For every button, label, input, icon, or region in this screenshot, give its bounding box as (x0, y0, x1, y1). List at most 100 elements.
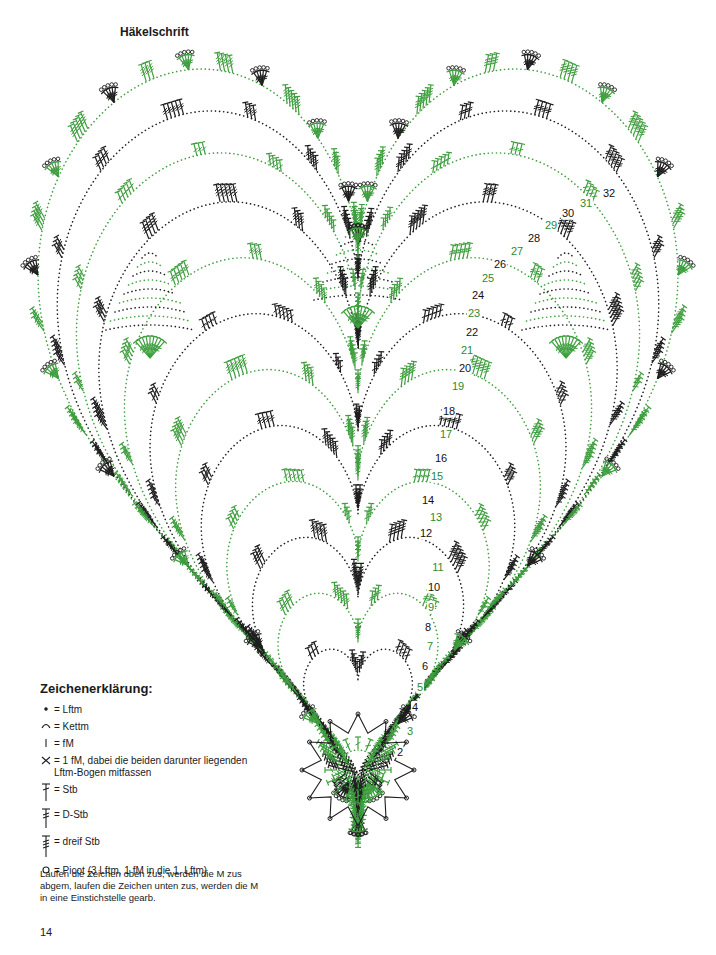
stitch-stem (372, 274, 373, 292)
stitch-bar (474, 360, 480, 361)
stitch-bar (481, 364, 487, 365)
stitch-bar (456, 553, 462, 554)
stitch-bar (530, 271, 536, 272)
pineapple-row (554, 262, 579, 267)
pineapple-row (120, 298, 181, 303)
stitch-bar (567, 231, 573, 232)
stitch-bar (505, 574, 511, 575)
stitch-bar (455, 556, 461, 557)
pineapple-row (527, 316, 606, 321)
stitch-bar (457, 559, 463, 560)
stitch-bar (452, 546, 458, 547)
stitch-top (119, 442, 124, 446)
stitch-top (486, 361, 492, 363)
stitch-top (620, 401, 625, 405)
stitch-top (404, 366, 410, 367)
stitch-bar (398, 649, 404, 650)
stitch-bar (556, 502, 562, 503)
stitch-top (334, 585, 340, 586)
stitch-top (280, 307, 286, 308)
stitch-top (313, 521, 319, 522)
stitch-top (393, 523, 399, 524)
stitch-bar (424, 596, 430, 597)
stitch-top (593, 438, 598, 442)
stitch-bar (423, 598, 429, 599)
stitch-top (304, 365, 310, 366)
stitch-top (373, 588, 379, 589)
stitch-bar (534, 533, 540, 534)
stitch-bar (454, 558, 460, 559)
stitch-bar (615, 414, 621, 415)
stitch-bar (405, 655, 411, 656)
stitch-top (327, 435, 333, 436)
stitch-top (412, 213, 418, 214)
stitch-top (343, 594, 349, 595)
pineapple-row (129, 280, 172, 285)
stitch-top (397, 521, 403, 522)
stitch-top (255, 244, 261, 245)
stitch-bar (531, 269, 537, 270)
stitch-top (317, 523, 323, 524)
stitch-bar (532, 535, 538, 536)
stitch-top (283, 308, 289, 309)
stitch-top (400, 368, 406, 369)
stitch-bar (458, 565, 464, 566)
stitch-stem (370, 278, 371, 296)
stitch-top (387, 430, 393, 431)
stitch-top (309, 519, 315, 520)
stitch-bar (533, 273, 539, 274)
stitch-bar (460, 561, 466, 562)
stitch-bar (454, 550, 460, 551)
stitch-stem (586, 351, 593, 364)
stitch-bar (478, 611, 484, 612)
stitch-top (438, 304, 444, 305)
stitch-bar (508, 324, 514, 325)
stitch-top (247, 243, 253, 244)
stitch-top (370, 591, 376, 592)
pineapple-row (549, 271, 583, 276)
stitch-stem (314, 642, 318, 653)
pineapple-row (536, 298, 597, 303)
stitch-top (331, 582, 337, 583)
stitch-top (376, 585, 382, 586)
stitch-bar (459, 563, 465, 564)
stitch-top (321, 524, 327, 525)
stitch-bar (585, 460, 591, 461)
stitch-top (434, 305, 440, 306)
stitch-bar (504, 321, 510, 322)
stitch-top (411, 361, 417, 362)
stitch-bar (583, 462, 589, 463)
pineapple-row (545, 280, 588, 285)
pineapple-row (522, 325, 610, 330)
stitch-top (422, 205, 428, 206)
stitch-bar (611, 419, 617, 420)
stitch-top (340, 591, 346, 592)
stitch-top (419, 208, 425, 209)
stitch-bar (484, 371, 490, 372)
stitch-top (407, 363, 413, 364)
stitch-top (321, 429, 327, 430)
pineapple-row (111, 316, 190, 321)
stitch-stem (253, 553, 261, 569)
stitch-bar (456, 562, 462, 563)
stitch-bar (395, 646, 401, 647)
stitch-top (276, 305, 282, 306)
stitch-bar (451, 548, 457, 549)
stitch-top (308, 367, 314, 368)
stitch-top (267, 410, 273, 412)
stitch-top (337, 588, 343, 589)
stitch-bar (401, 652, 407, 653)
stitch-bar (537, 276, 543, 277)
stitch-stem (373, 271, 374, 289)
stitch-top (401, 520, 407, 521)
stitch-top (457, 414, 463, 416)
stitch-top (566, 479, 571, 483)
stitch-top (423, 310, 429, 311)
stitch-bar (458, 557, 464, 558)
pineapple-row (138, 262, 163, 267)
stitch-bar (535, 531, 541, 532)
stitch-top (251, 244, 257, 245)
stitch-top (330, 438, 336, 439)
stitch-bar (537, 274, 543, 275)
stitch-stem (375, 267, 376, 285)
